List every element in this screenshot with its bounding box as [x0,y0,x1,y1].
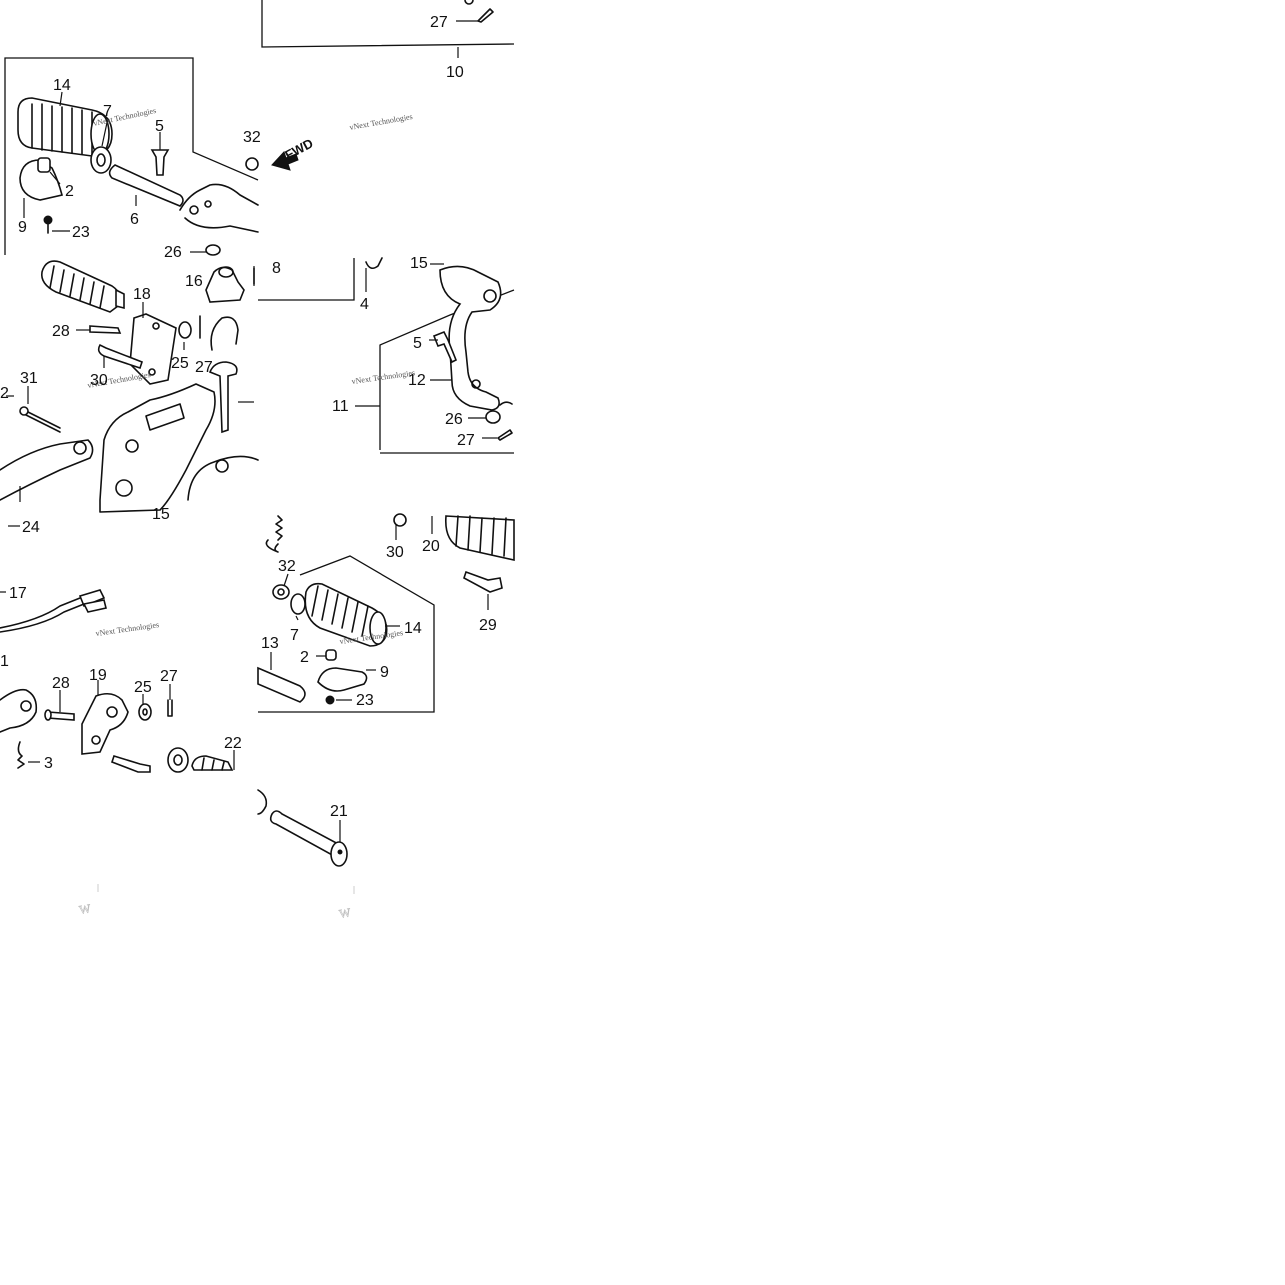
callout-6: 6 [130,211,139,228]
callout-5: 5 [155,118,164,135]
callout-2: 2 [0,385,9,402]
washer [90,146,112,174]
callout-27: 27 [195,359,213,376]
forward-arrow-icon: FWD [271,136,316,171]
callout-21: 21 [330,803,348,820]
callout-2: 2 [65,183,74,200]
callout-10: 10 [446,64,464,81]
callout-14: 14 [53,77,71,94]
callout-9: 9 [380,664,389,681]
callout-27: 27 [430,14,448,31]
tile-step-arm-assembly: vNext Technologies 8 4 15 5 12 11 26 27 [253,255,515,454]
callout-1: 1 [0,653,9,670]
callout-13: 13 [261,635,279,652]
footpeg-holder [205,266,245,303]
svg-text:W: W [78,901,92,917]
callout-26: 26 [164,244,182,261]
footpeg-holder [317,667,368,692]
callout-26: 26 [445,411,463,428]
watermark: vNext Technologies [349,112,414,132]
callout-4: 4 [360,296,369,313]
callout-30: 30 [90,372,108,389]
callout-29: 29 [479,617,497,634]
clevis-pin [432,330,458,364]
step-arm [439,265,502,411]
callout-3: 3 [44,755,53,772]
watermark: vNext Technologies [351,368,416,386]
callout-20: 20 [422,538,440,555]
callout-27: 27 [457,432,475,449]
callout-25: 25 [134,679,152,696]
tile-step-assembly-top: 27 10 [261,0,515,81]
callout-15: 15 [410,255,428,272]
clevis-pin [150,149,170,176]
callout-11: 11 [332,398,349,415]
tile-step-bracket-assembly: vNext Technologies 16 18 28 25 27 31 30 … [0,260,259,536]
callout-27: 27 [160,668,178,685]
tile-footpeg-assembly-left: FWD vNext Technologies vNext Technologie… [4,57,414,261]
callout-23: 23 [356,692,374,709]
callout-2: 2 [300,649,309,666]
callout-30: 30 [386,544,404,561]
callout-32: 32 [243,129,261,146]
callout-7: 7 [290,627,299,644]
callout-7: 7 [103,103,112,120]
fwd-label: FWD [282,136,315,163]
footpeg-rubber [304,582,388,647]
tile-passenger-footpeg-assembly: vNext Technologies 30 20 32 7 14 29 13 2… [257,513,515,713]
footpeg-shaft [257,666,306,703]
tile-stand-pivot: 21 W W [78,789,355,921]
callout-31: 31 [20,370,38,387]
callout-19: 19 [89,667,107,684]
callout-22: 22 [224,735,242,752]
callout-15: 15 [152,506,170,523]
callout-5: 5 [413,335,422,352]
callout-18: 18 [133,286,151,303]
footpeg-rubber [40,260,125,313]
footpeg-rubber [17,97,113,157]
stand-bracket [81,692,129,755]
callout-8: 8 [272,260,281,277]
callout-14: 14 [404,620,422,637]
callout-28: 28 [52,675,70,692]
watermark: vNext Technologies [95,620,160,638]
callout-32: 32 [278,558,296,575]
svg-text:W: W [338,905,352,921]
callout-23: 23 [72,224,90,241]
footpeg-shaft [108,164,184,207]
tile-stand-assembly: vNext Technologies 17 1 28 19 25 27 22 3 [0,585,242,773]
callout-12: 12 [408,372,426,389]
callout-28: 28 [52,323,70,340]
callout-25: 25 [171,355,189,372]
callout-9: 9 [18,219,27,236]
callout-17: 17 [9,585,27,602]
callout-24: 24 [22,519,40,536]
pivot-pin [208,361,238,434]
callout-16: 16 [185,273,203,290]
